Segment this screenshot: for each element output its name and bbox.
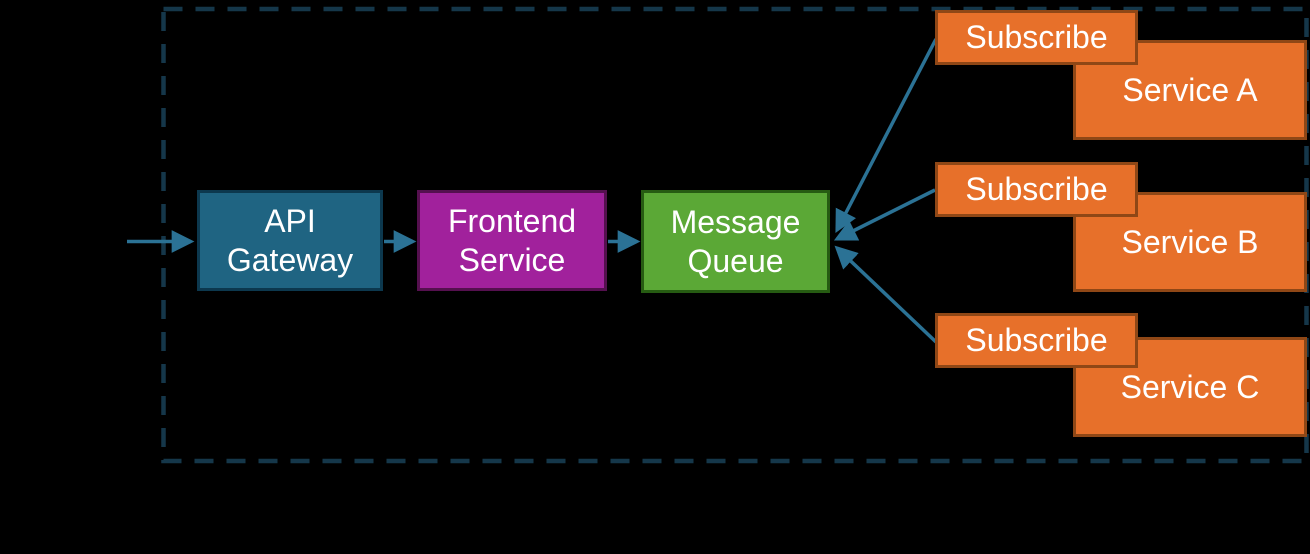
subscribe-line-c — [834, 245, 938, 344]
node-message-queue-label: Message Queue — [670, 203, 801, 279]
node-subscribe-b: Subscribe — [935, 162, 1138, 217]
node-subscribe-b-label: Subscribe — [965, 171, 1108, 207]
node-service-a-label: Service A — [1122, 71, 1258, 108]
node-subscribe-a-label: Subscribe — [965, 19, 1108, 55]
subscribe-line-b — [833, 188, 936, 241]
node-service-c-label: Service C — [1120, 368, 1260, 405]
node-api-gateway-label: API Gateway — [226, 202, 354, 278]
node-api-gateway: API Gateway — [197, 190, 383, 291]
node-frontend-service-label: Frontend Service — [447, 202, 577, 278]
node-subscribe-a: Subscribe — [935, 10, 1138, 65]
node-subscribe-c: Subscribe — [935, 313, 1138, 368]
node-service-b-label: Service B — [1121, 223, 1259, 260]
node-frontend-service: Frontend Service — [417, 190, 607, 291]
node-message-queue: Message Queue — [641, 190, 830, 293]
subscribe-line-a — [835, 38, 938, 234]
node-subscribe-c-label: Subscribe — [965, 322, 1108, 358]
node-service-b: Service B — [1073, 192, 1307, 292]
